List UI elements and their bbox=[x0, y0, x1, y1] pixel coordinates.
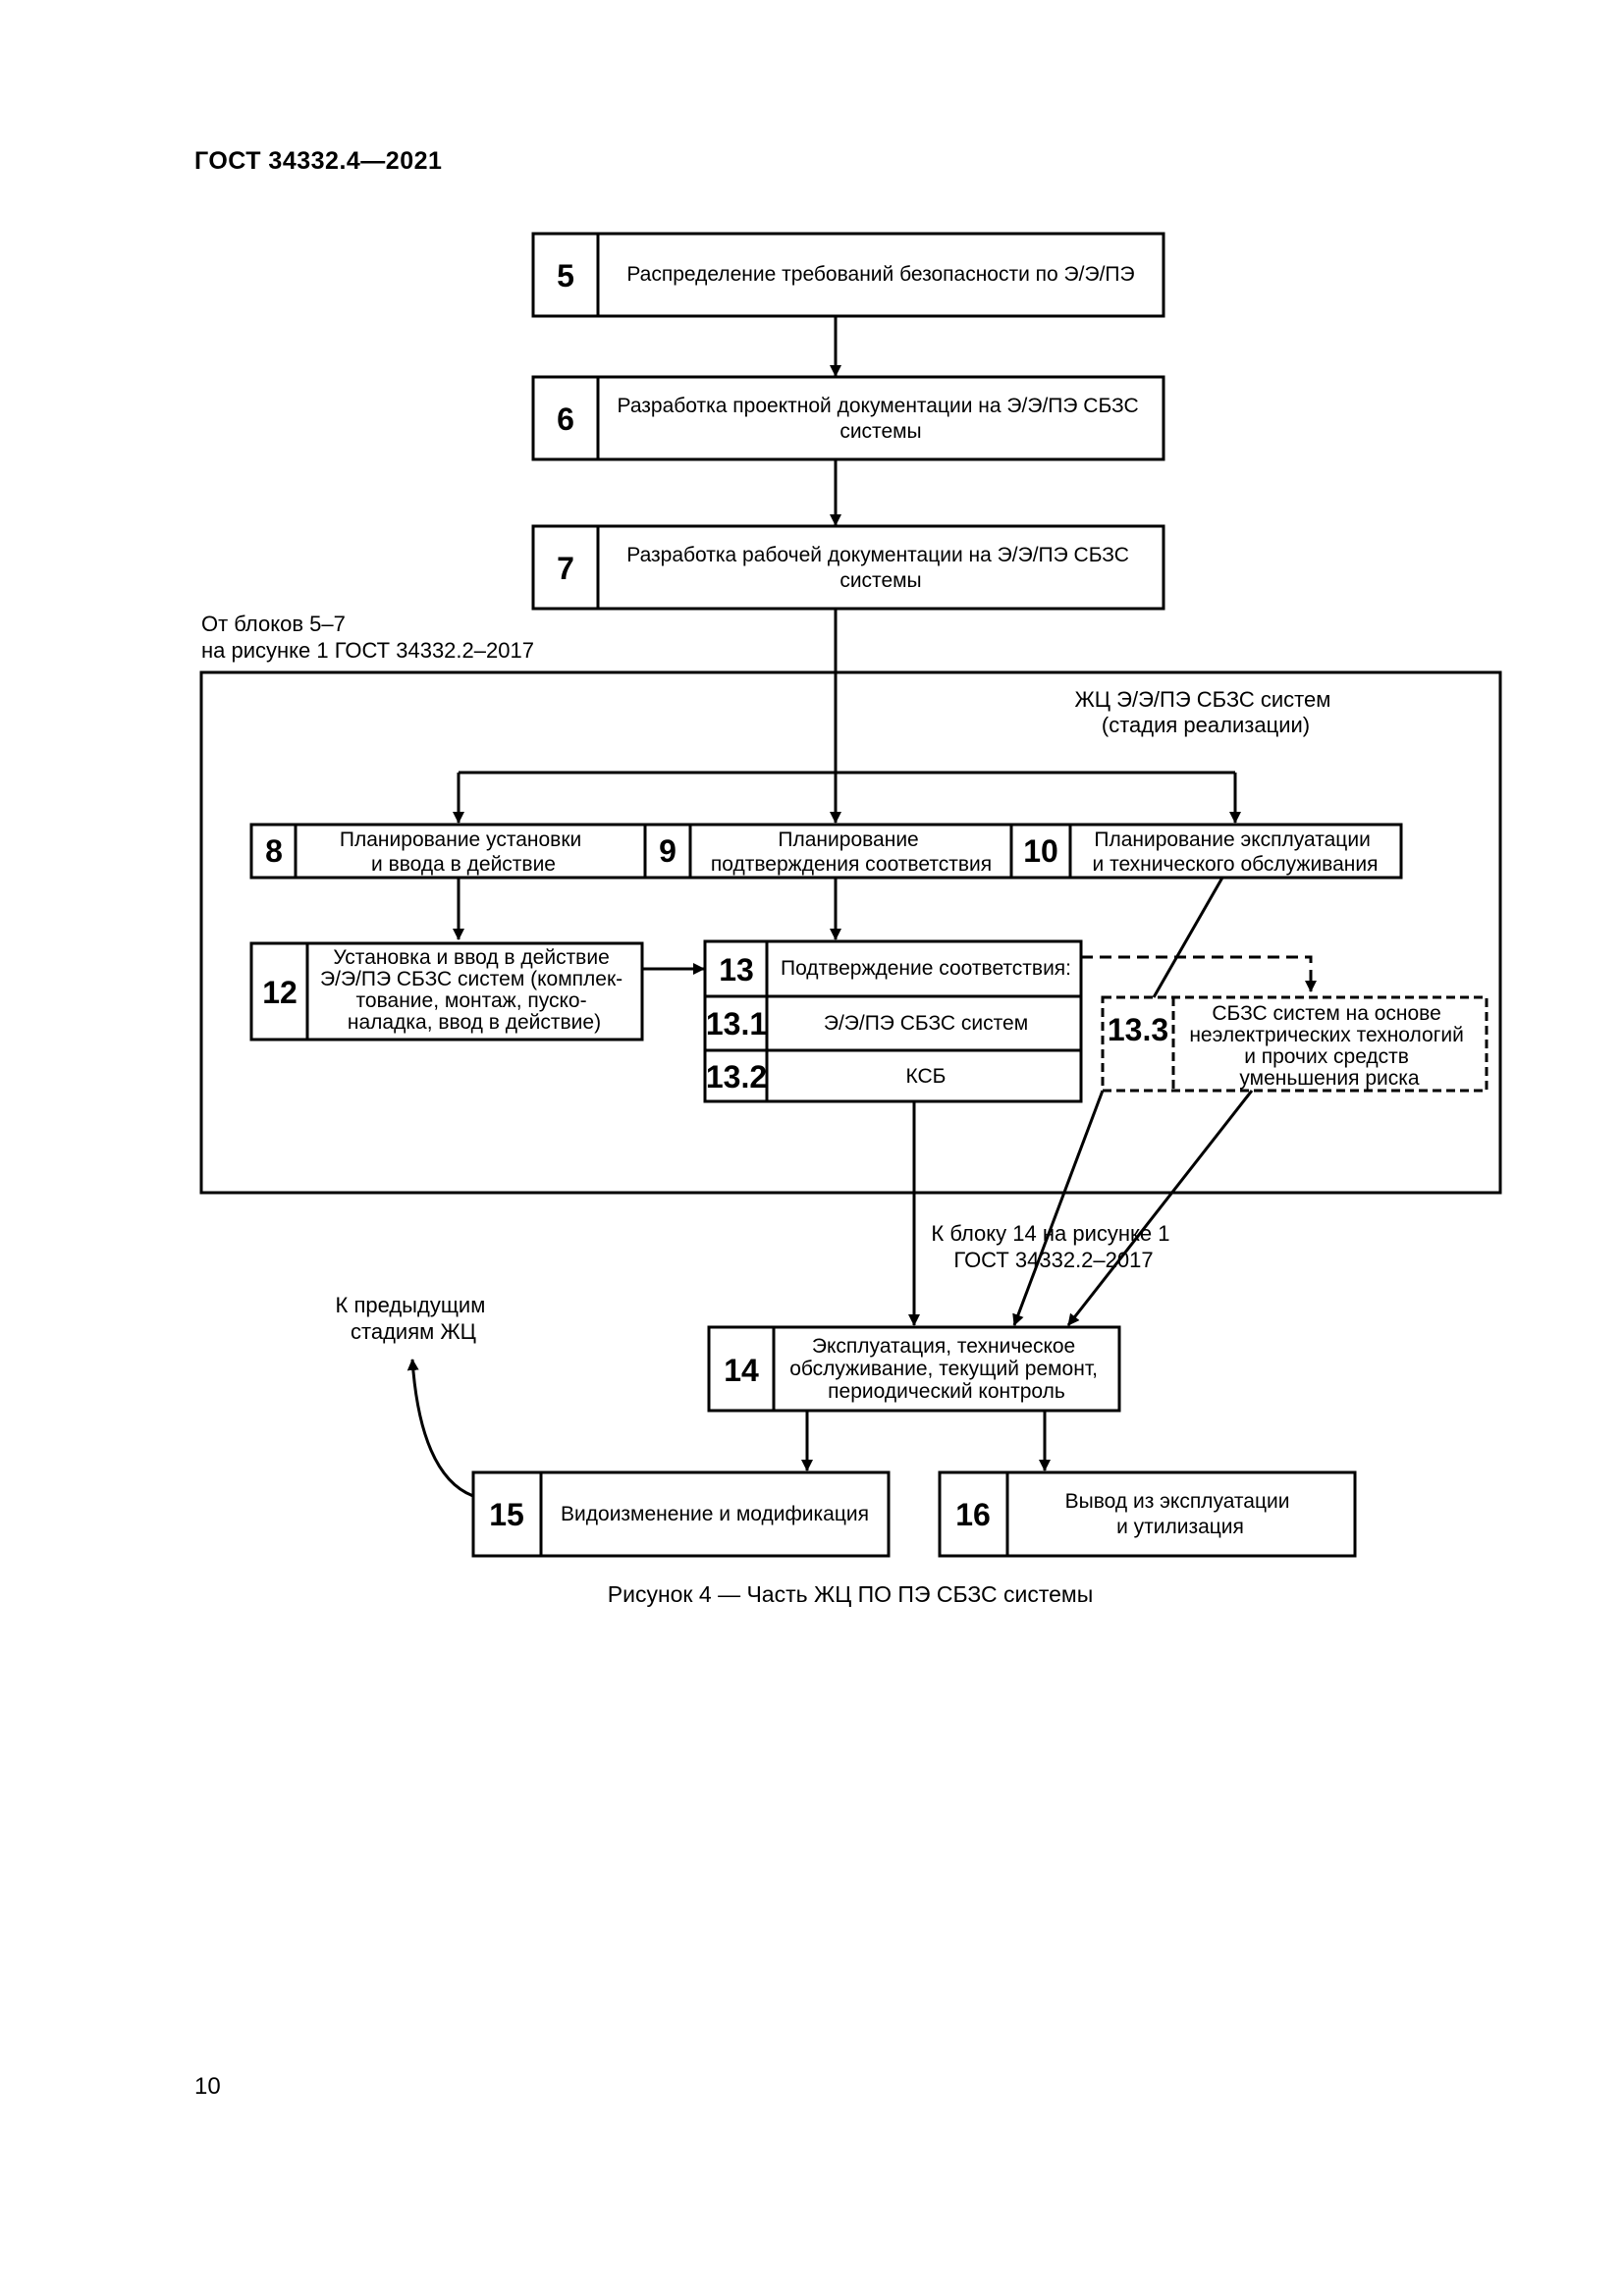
arrow-13-3-right-to-14 bbox=[1066, 1090, 1254, 1326]
block-13-1-label: Э/Э/ПЭ СБЗС систем bbox=[824, 1012, 1028, 1035]
block-16-number: 16 bbox=[955, 1497, 991, 1532]
line-10-to-13-3 bbox=[1152, 877, 1224, 998]
block-5: 5 Распределение требований безопасности … bbox=[531, 232, 1165, 318]
block-8-number: 8 bbox=[265, 833, 283, 869]
block-15-number: 15 bbox=[489, 1497, 524, 1532]
block-5-number: 5 bbox=[557, 258, 574, 294]
block-14: 14 Эксплуатация, техническое обслуживани… bbox=[707, 1325, 1121, 1413]
frame-title: ЖЦ Э/Э/ПЭ СБЗС систем (стадия реализации… bbox=[1074, 687, 1336, 737]
page-number: 10 bbox=[194, 2073, 221, 2100]
block-16-label: Вывод из эксплуатации и утилизация bbox=[1065, 1490, 1296, 1538]
to-block-14-note: К блоку 14 на рисунке 1 ГОСТ 34332.2–201… bbox=[931, 1221, 1175, 1272]
block-6: 6 Разработка проектной документации на Э… bbox=[531, 375, 1165, 461]
block-13-number: 13 bbox=[719, 952, 754, 988]
block-13: 13 Подтверждение соответствия: 13.1 Э/Э/… bbox=[703, 939, 1083, 1103]
previous-stages-note: К предыдущим стадиям ЖЦ bbox=[336, 1293, 492, 1344]
block-12-number: 12 bbox=[262, 975, 298, 1010]
block-7-number: 7 bbox=[557, 551, 574, 586]
block-13-label: Подтверждение соответствия: bbox=[781, 957, 1071, 980]
block-13-3-number: 13.3 bbox=[1108, 1012, 1168, 1047]
document-header: ГОСТ 34332.4—2021 bbox=[194, 147, 443, 175]
block-9-label: Планирование подтверждения соответствия bbox=[711, 828, 992, 876]
arrow-15-to-previous-stages bbox=[406, 1359, 474, 1498]
block-12-label: Установка и ввод в действие Э/Э/ПЭ СБЗС … bbox=[320, 946, 628, 1034]
block-13-3-label: СБЗС систем на основе неэлектрических те… bbox=[1189, 1002, 1469, 1090]
planning-row: 8 Планирование установки и ввода в дейст… bbox=[249, 823, 1403, 880]
block-16: 16 Вывод из эксплуатации и утилизация bbox=[938, 1470, 1357, 1558]
from-blocks-note: От блоков 5–7 на рисунке 1 ГОСТ 34332.2–… bbox=[201, 612, 534, 663]
block-14-label: Эксплуатация, техническое обслуживание, … bbox=[789, 1335, 1104, 1403]
block-7-label: Разработка рабочей документации на Э/Э/П… bbox=[626, 544, 1134, 592]
block-14-number: 14 bbox=[724, 1353, 759, 1388]
block-15-label: Видоизменение и модификация bbox=[561, 1503, 869, 1525]
block-12: 12 Установка и ввод в действие Э/Э/ПЭ СБ… bbox=[249, 941, 644, 1041]
block-13-2-number: 13.2 bbox=[706, 1059, 767, 1095]
block-9-number: 9 bbox=[659, 833, 677, 869]
block-15: 15 Видоизменение и модификация bbox=[471, 1470, 891, 1558]
block-5-label: Распределение требований безопасности по… bbox=[626, 263, 1134, 286]
block-13-2-label: КСБ bbox=[906, 1065, 947, 1088]
lifecycle-stage-frame bbox=[199, 670, 1502, 1195]
block-6-label: Разработка проектной документации на Э/Э… bbox=[618, 395, 1145, 443]
figure-caption: Рисунок 4 — Часть ЖЦ ПО ПЭ СБЗС системы bbox=[608, 1581, 1093, 1607]
block-6-number: 6 bbox=[557, 401, 574, 437]
block-13-3: 13.3 СБЗС систем на основе неэлектрическ… bbox=[1101, 995, 1489, 1093]
arrow-13-3-left-to-14 bbox=[1012, 1090, 1105, 1326]
block-7: 7 Разработка рабочей документации на Э/Э… bbox=[531, 524, 1165, 611]
block-13-1-number: 13.1 bbox=[706, 1006, 767, 1041]
block-10-label: Планирование эксплуатации и технического… bbox=[1093, 828, 1379, 876]
block-10-number: 10 bbox=[1023, 833, 1058, 869]
block-8-label: Планирование установки и ввода в действи… bbox=[340, 828, 587, 876]
dashed-arrow-13-to-13-3 bbox=[1081, 955, 1317, 992]
